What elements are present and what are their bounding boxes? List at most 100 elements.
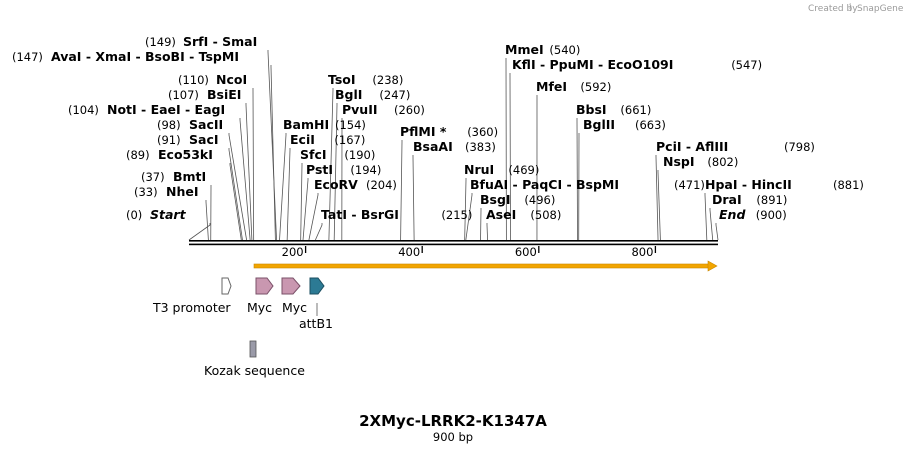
site-bgli[interactable]: BglI(247) [335, 87, 410, 102]
site-tsoi[interactable]: TsoI(238) [328, 72, 403, 87]
site-position: (900) [756, 208, 787, 222]
site-sacii[interactable]: (98)SacII [157, 117, 223, 132]
site-leader-lines [188, 50, 719, 241]
bottom-strand [189, 243, 718, 246]
site-ecorv[interactable]: EcoRV(204) [314, 177, 397, 192]
site-avai[interactable]: (147)AvaI - XmaI - BsoBI - TspMI [12, 49, 239, 64]
site-eco53ki[interactable]: (89)Eco53kI [126, 147, 213, 162]
site-leader-line [300, 163, 303, 241]
myc-arrow-icon[interactable] [281, 277, 301, 295]
site-name: EcoRV [314, 177, 358, 192]
snapgene-credit: Created by ⌇ SnapGene [808, 3, 904, 14]
map-title: 2XMyc-LRRK2-K1347A [359, 412, 547, 430]
site-position: (661) [620, 103, 651, 117]
site-position: (37) [141, 170, 165, 184]
site-name: BfuAI - PaqCI - BspMI [470, 177, 619, 192]
feature-myc-1[interactable]: Myc [247, 277, 274, 315]
site-mmei[interactable]: MmeI(540) [505, 42, 580, 57]
site-bsgi[interactable]: BsgI(496) [480, 192, 555, 207]
feature-attb1[interactable]: attB1 [299, 277, 333, 331]
site-name: BglI [335, 87, 362, 102]
site-position: (383) [465, 140, 496, 154]
site-name: NspI [663, 154, 695, 169]
site-pvuii[interactable]: PvuII(260) [342, 102, 425, 117]
site-psti[interactable]: PstI (194) [306, 162, 381, 177]
site-nrui[interactable]: NruI(469) [464, 162, 539, 177]
site-leader-line [267, 50, 277, 241]
attb1-arrow-icon[interactable] [309, 277, 325, 295]
site-leader-line [704, 193, 708, 241]
feature-label-kozak: Kozak sequence [204, 363, 305, 378]
site-bfuai[interactable]: BfuAI - PaqCI - BspMI (471) [470, 177, 705, 192]
site-nhei[interactable]: (33)NheI [134, 184, 199, 199]
site-drai[interactable]: DraI (891) [712, 192, 787, 207]
site-leader-line [245, 103, 253, 241]
site-name: BbsI [576, 102, 607, 117]
site-bsiei[interactable]: (107)BsiEI [168, 87, 241, 102]
site-bmti[interactable]: (37)BmtI [141, 169, 206, 184]
site-pcii[interactable]: PciI - AflIII(798) [656, 139, 815, 154]
site-name: PflMI * [400, 124, 447, 139]
site-saci[interactable]: (91)SacI [157, 132, 219, 147]
site-name: TatI - BsrGI [321, 207, 399, 222]
site-noti[interactable]: (104)NotI - EaeI - EagI [68, 102, 225, 117]
promoter-arrow-icon[interactable] [221, 277, 232, 295]
site-position: (508) [530, 208, 561, 222]
site-leader-line [509, 73, 511, 241]
site-name: TsoI [328, 72, 356, 87]
site-bsaai[interactable]: BsaAI (383) [413, 139, 496, 154]
orf-bar[interactable] [253, 263, 710, 269]
site-position: (194) [350, 163, 381, 177]
site-leader-line [270, 65, 276, 241]
site-leader-line [302, 178, 309, 241]
site-hpai[interactable]: HpaI - HincII(881) [705, 177, 864, 192]
site-name: SacII [189, 117, 223, 132]
site-position: (147) [12, 50, 43, 64]
site-bbsi[interactable]: BbsI (661) [576, 102, 651, 117]
site-leader-line [308, 193, 319, 241]
credit-brand: SnapGene [857, 4, 904, 14]
site-position: (496) [524, 193, 555, 207]
site-name: SacI [189, 132, 219, 147]
site-position: (110) [178, 73, 209, 87]
myc-arrow-icon[interactable] [255, 277, 274, 295]
ruler: 200 400 600 800 [282, 245, 657, 259]
ruler-label-800: 800 [631, 245, 653, 259]
site-pflmi-[interactable]: PflMI *(360) [400, 124, 498, 139]
site-leader-line [333, 103, 338, 241]
site-position: (469) [508, 163, 539, 177]
site-end[interactable]: End(900) [719, 207, 787, 222]
site-asei[interactable]: AseI(508) [486, 207, 561, 222]
site-position: (471) [674, 178, 705, 192]
site-position: (881) [833, 178, 864, 192]
site-position: (891) [756, 193, 787, 207]
site-start[interactable]: (0)Start [126, 207, 187, 222]
features: T3 promoter Myc Myc attB1 Kozak sequence [152, 277, 333, 378]
site-name: PstI [306, 162, 333, 177]
feature-kozak[interactable]: Kozak sequence [204, 340, 305, 378]
site-name: NheI [166, 184, 199, 199]
site-ncoi[interactable]: (110)NcoI [178, 72, 247, 87]
site-kfli[interactable]: KflI - PpuMI - EcoO109I(547) [512, 57, 762, 72]
feature-myc-2[interactable]: Myc [281, 277, 307, 315]
site-tati[interactable]: TatI - BsrGI(215) [321, 207, 472, 222]
feature-t3-promoter[interactable]: T3 promoter [152, 277, 232, 315]
site-bglii[interactable]: BglII(663) [583, 117, 666, 132]
map-length: 900 bp [433, 430, 473, 444]
kozak-box-icon[interactable] [249, 340, 257, 358]
site-sfci[interactable]: SfcI(190) [300, 147, 375, 162]
site-bamhi[interactable]: BamHI(154) [283, 117, 366, 132]
site-nspi[interactable]: NspI(802) [663, 154, 738, 169]
site-position: (167) [334, 133, 365, 147]
site-position: (107) [168, 88, 199, 102]
site-name: DraI [712, 192, 742, 207]
site-mfei[interactable]: MfeI(592) [536, 79, 611, 94]
feature-label-myc: Myc [282, 300, 307, 315]
orf-arrow[interactable] [253, 260, 718, 272]
site-name: KflI - PpuMI - EcoO109I [512, 57, 673, 72]
site-position: (798) [784, 140, 815, 154]
site-ecii[interactable]: EciI(167) [290, 132, 365, 147]
site-leader-line [709, 208, 714, 241]
site-srfi[interactable]: (149)SrfI - SmaI [145, 34, 257, 49]
site-name: BsaAI [413, 139, 453, 154]
